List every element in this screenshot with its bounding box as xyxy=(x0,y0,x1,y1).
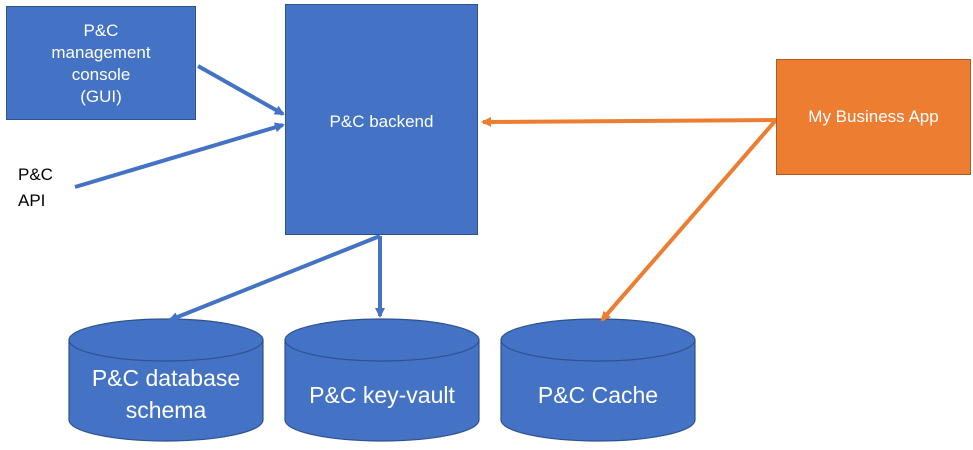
arrow-backend-to-database xyxy=(168,234,381,322)
business-app-label: My Business App xyxy=(808,107,939,126)
arrow-app-to-backend xyxy=(481,116,777,127)
cache-label: P&C Cache xyxy=(537,382,659,408)
api-label: P&C API xyxy=(18,165,53,210)
management-console-label: P&C management console (GUI) xyxy=(51,21,151,106)
cache-cylinder xyxy=(500,318,696,442)
management-console-box: P&C management console (GUI) xyxy=(6,6,196,120)
backend-label: P&C backend xyxy=(329,112,434,131)
key-vault-cylinder xyxy=(284,318,480,442)
arrow-console-to-backend xyxy=(197,64,285,116)
database-label: P&C database schema xyxy=(91,365,241,423)
business-app-box: My Business App xyxy=(776,59,971,175)
arrow-app-to-cache xyxy=(600,118,778,322)
database-cylinder xyxy=(68,318,264,442)
backend-box: P&C backend xyxy=(285,4,478,235)
key-vault-label: P&C key-vault xyxy=(309,382,455,408)
arrow-api-to-backend xyxy=(74,122,285,189)
